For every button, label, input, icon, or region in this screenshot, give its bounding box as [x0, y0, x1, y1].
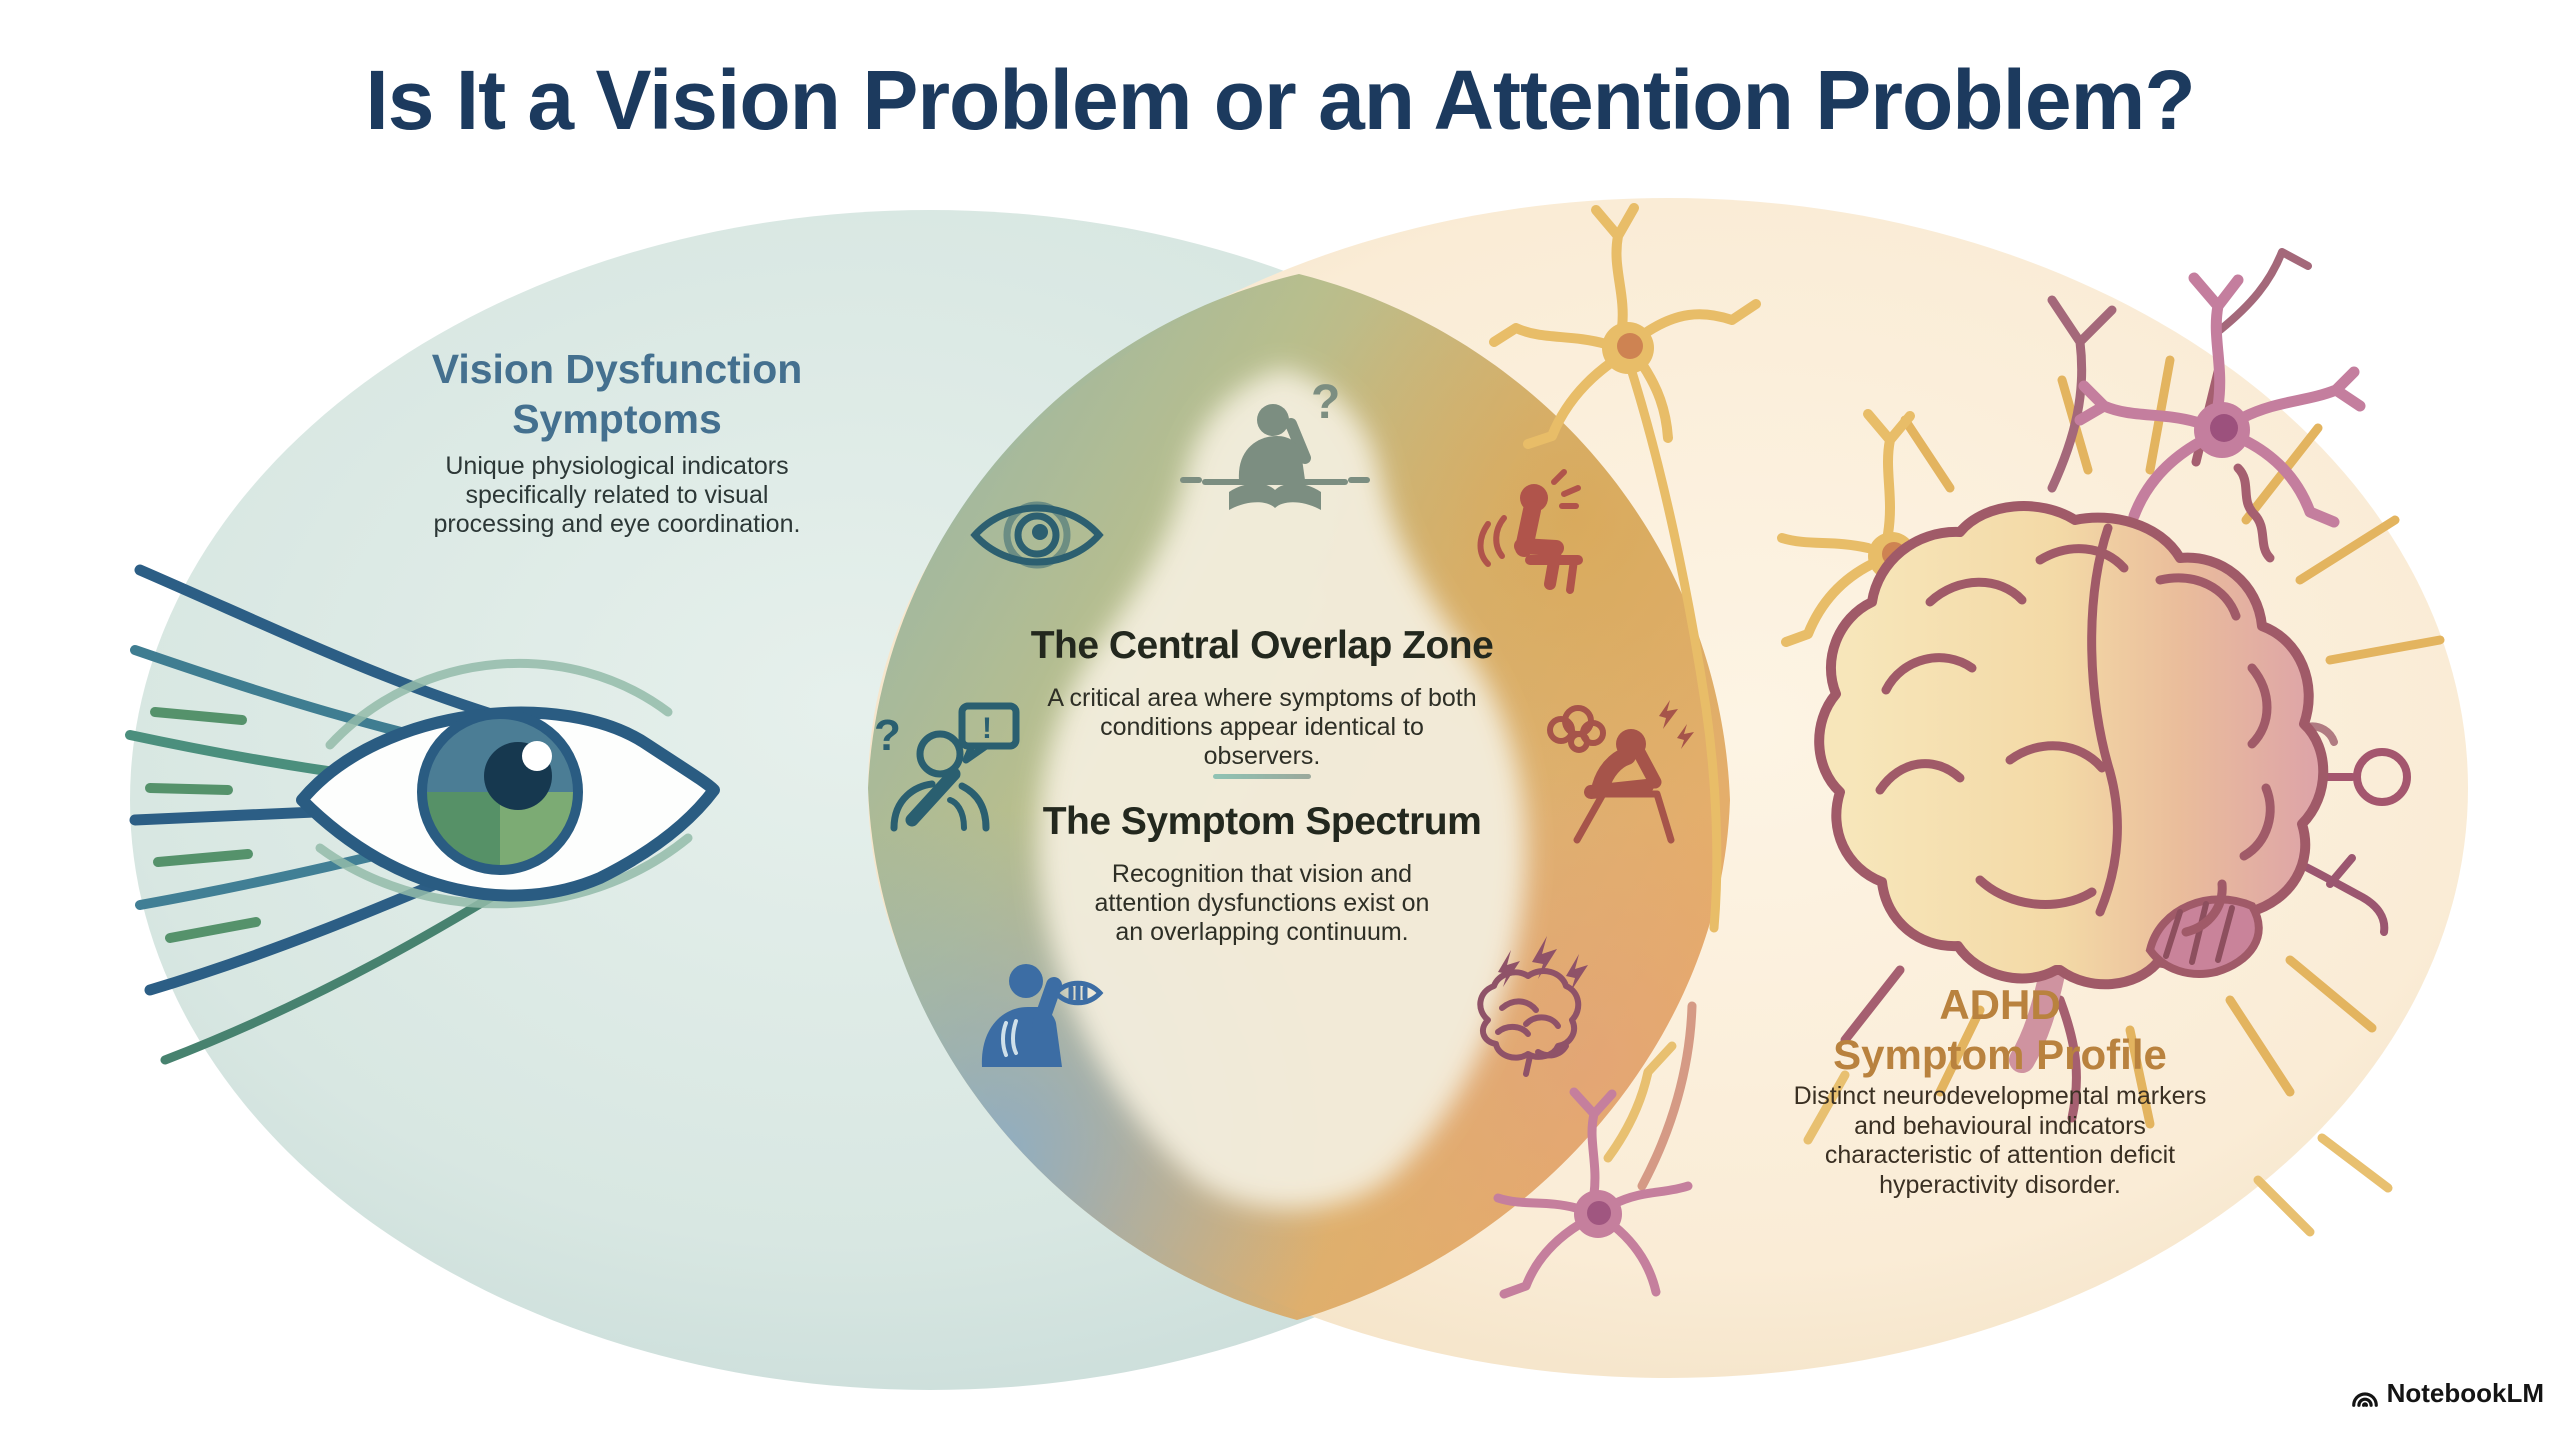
adhd-heading-line1: ADHD [1939, 981, 2061, 1028]
adhd-description: Distinct neurodevelopmental markers and … [1793, 1082, 2207, 1199]
neuron-pink-top [2074, 272, 2366, 528]
confused-person-icon: ? ! [874, 702, 1020, 832]
watermark: NotebookLM [2350, 1378, 2544, 1409]
svg-text:?: ? [1311, 376, 1340, 429]
notebooklm-logo-icon [2351, 1391, 2378, 1407]
symptom-spectrum-heading: The Symptom Spectrum [1042, 800, 1482, 843]
overlap-zone-description: A critical area where symptoms of both c… [1047, 684, 1477, 770]
vision-heading-line1: Vision Dysfunction [431, 346, 803, 392]
watermark-label: NotebookLM [2386, 1378, 2544, 1408]
vision-heading-line2: Symptoms [512, 396, 722, 443]
fidgeting-person-icon [1477, 469, 1583, 594]
adhd-heading: ADHD Symptom Profile [1833, 980, 2167, 1079]
svg-text:!: ! [982, 712, 992, 745]
svg-text:?: ? [874, 711, 901, 760]
vision-heading: Vision Dysfunction Symptoms [432, 344, 803, 444]
brain-lightning-icon [1477, 936, 1588, 1077]
studying-person-icon: ? [1180, 376, 1370, 510]
page-title: Is It a Vision Problem or an Attention P… [365, 53, 2195, 147]
neuron-pink-bottom [1493, 1087, 1693, 1299]
frustrated-person-icon [1547, 700, 1694, 844]
adhd-heading-line2: Symptom Profile [1833, 1030, 2167, 1078]
symptom-spectrum-description: Recognition that vision and attention dy… [1094, 860, 1430, 946]
vision-description: Unique physiological indicators specific… [433, 452, 801, 538]
overlap-eye-icon [970, 501, 1104, 569]
eye-rubbing-person-icon [981, 964, 1104, 1067]
brain-radiating-lines [1603, 248, 2445, 1237]
overlap-text-backdrop [1037, 368, 1527, 1210]
overlap-zone-heading: The Central Overlap Zone [1030, 624, 1494, 667]
large-brain-illustration [1814, 501, 2329, 1073]
overlap-divider [1213, 774, 1311, 779]
large-eye-illustration [296, 658, 720, 909]
neuron-yellow-top [1489, 203, 1761, 933]
